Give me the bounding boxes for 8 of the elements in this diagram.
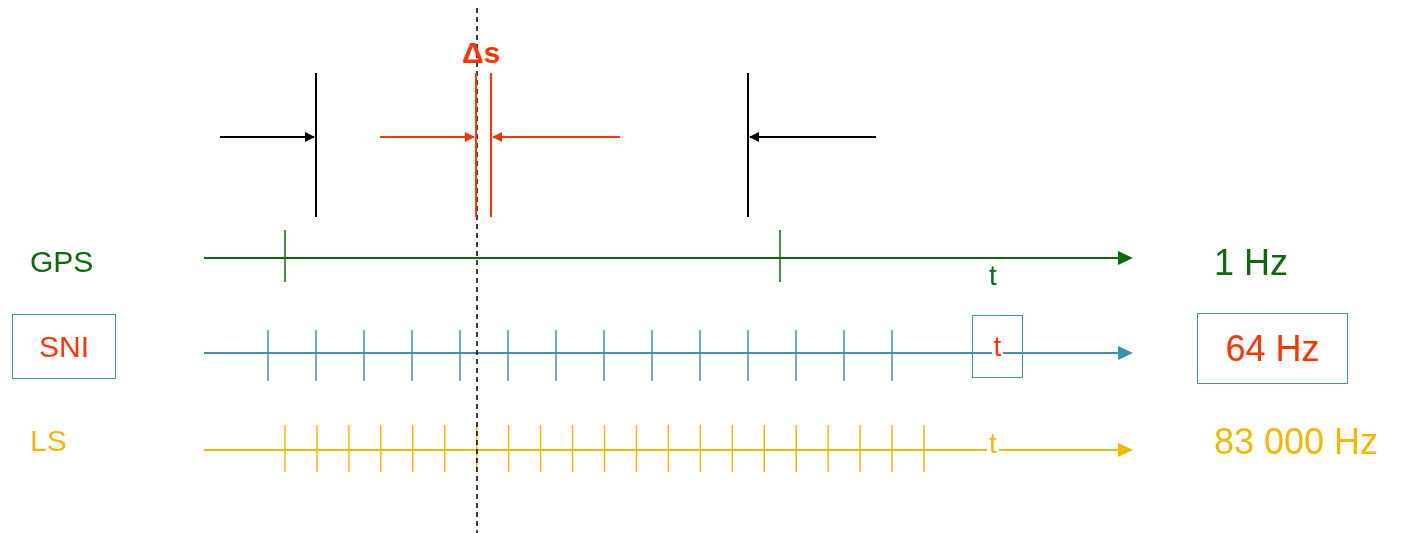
text-box: SNI <box>12 314 116 379</box>
text-box: 64 Hz <box>1197 313 1348 384</box>
frequency-label: 1 Hz <box>1214 245 1289 281</box>
axis-label: LS <box>30 426 67 456</box>
delta-label: Δs <box>462 38 501 68</box>
text-box: t <box>972 315 1023 378</box>
axis-label: GPS <box>30 247 94 277</box>
frequency-label: 83 000 Hz <box>1214 424 1379 460</box>
